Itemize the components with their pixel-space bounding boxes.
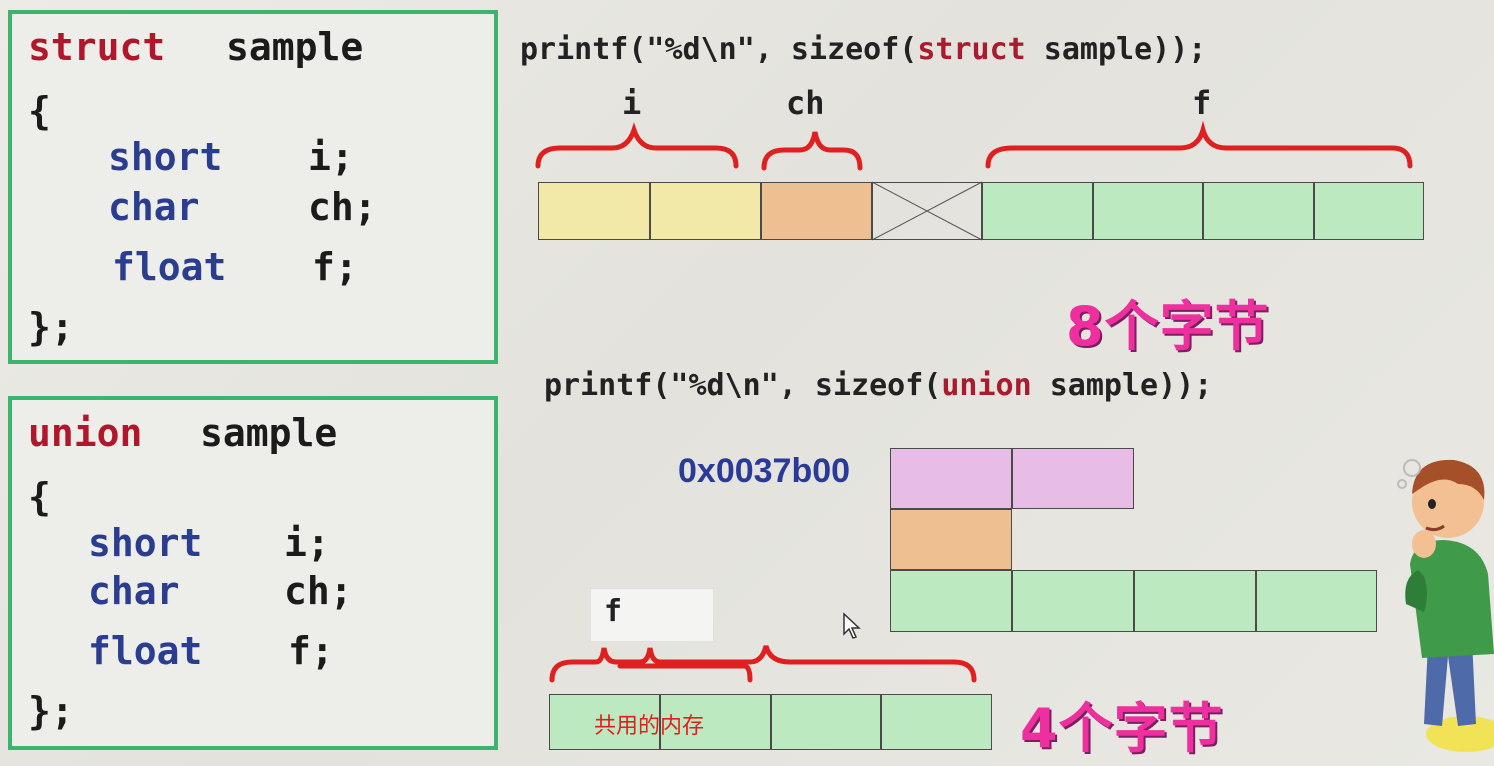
union-cell-short-1 (1012, 448, 1134, 509)
union-cell-char (890, 509, 1012, 570)
union-shared-cell-2 (771, 694, 881, 750)
struct-cell-float-1 (1093, 182, 1203, 240)
union-label-box (590, 588, 714, 642)
brace-union-float (657, 645, 977, 683)
brace-union-char (617, 663, 753, 683)
union-close-brace: }; (28, 689, 74, 733)
union-cell-float-3 (1256, 570, 1377, 632)
union-open-brace: { (28, 475, 51, 519)
union-float-type: float (88, 629, 203, 673)
union-size-label: 4个字节 (1020, 697, 1224, 760)
union-address: 0x0037b00 (678, 452, 851, 490)
mouse-cursor-icon (843, 612, 861, 639)
brace-f (985, 120, 1413, 169)
union-shared-caption: 共用的内存 (594, 714, 705, 739)
struct-cell-short-0 (538, 182, 650, 240)
struct-size-label: 8个字节 (1066, 295, 1270, 358)
struct-cell-float-2 (1203, 182, 1314, 240)
thinking-person-illustration (1397, 459, 1494, 752)
struct-printf-keyword: struct (917, 32, 1026, 67)
struct-keyword: struct (28, 25, 166, 69)
struct-printf-suffix: sample)); (1025, 32, 1207, 67)
union-name: sample (200, 411, 338, 455)
union-field-f: f; (288, 629, 334, 673)
struct-cell-padding (872, 182, 982, 240)
struct-field-i: i; (308, 135, 354, 179)
struct-cell-short-1 (650, 182, 761, 240)
union-shared-cell-0 (549, 694, 660, 750)
struct-field-f: f; (312, 245, 358, 289)
union-shared-cell-3 (881, 694, 992, 750)
brace-ch (761, 131, 863, 171)
union-printf-prefix: printf("%d\n", sizeof( (544, 368, 942, 403)
struct-char-type: char (108, 185, 200, 229)
union-char-type: char (88, 569, 180, 613)
union-field-ch: ch; (284, 569, 353, 613)
brace-union-short (549, 647, 663, 683)
struct-cell-float-3 (1314, 182, 1424, 240)
union-printf-keyword: union (941, 368, 1032, 403)
struct-close-brace: }; (28, 305, 74, 349)
union-code-panel: union sample { short i; char ch; float f… (8, 396, 498, 750)
struct-cell-char (761, 182, 872, 240)
union-field-i: i; (284, 521, 330, 565)
union-label-f: f (604, 594, 623, 629)
struct-float-type: float (112, 245, 227, 289)
struct-label-f: f (1192, 84, 1212, 122)
struct-printf: printf("%d\n", sizeof(struct sample)); (520, 32, 1206, 67)
union-cell-float-0 (890, 570, 1012, 632)
struct-label-ch: ch (786, 84, 825, 122)
padding-cross-2 (871, 181, 983, 241)
struct-short-type: short (108, 135, 223, 179)
struct-label-i: i (622, 84, 642, 122)
union-cell-float-2 (1134, 570, 1256, 632)
union-shared-cell-1 (660, 694, 771, 750)
struct-open-brace: { (28, 89, 51, 133)
struct-name: sample (226, 25, 364, 69)
struct-cell-float-0 (982, 182, 1093, 240)
struct-code-panel: struct sample { short i; char ch; float … (8, 10, 498, 364)
union-cell-float-1 (1012, 570, 1134, 632)
union-short-type: short (88, 521, 203, 565)
union-printf-suffix: sample)); (1031, 368, 1213, 403)
union-printf: printf("%d\n", sizeof(union sample)); (544, 368, 1212, 403)
union-cell-short-0 (890, 448, 1012, 509)
struct-printf-prefix: printf("%d\n", sizeof( (520, 32, 918, 67)
union-keyword: union (28, 411, 143, 455)
struct-field-ch: ch; (308, 185, 377, 229)
brace-i (535, 122, 739, 169)
